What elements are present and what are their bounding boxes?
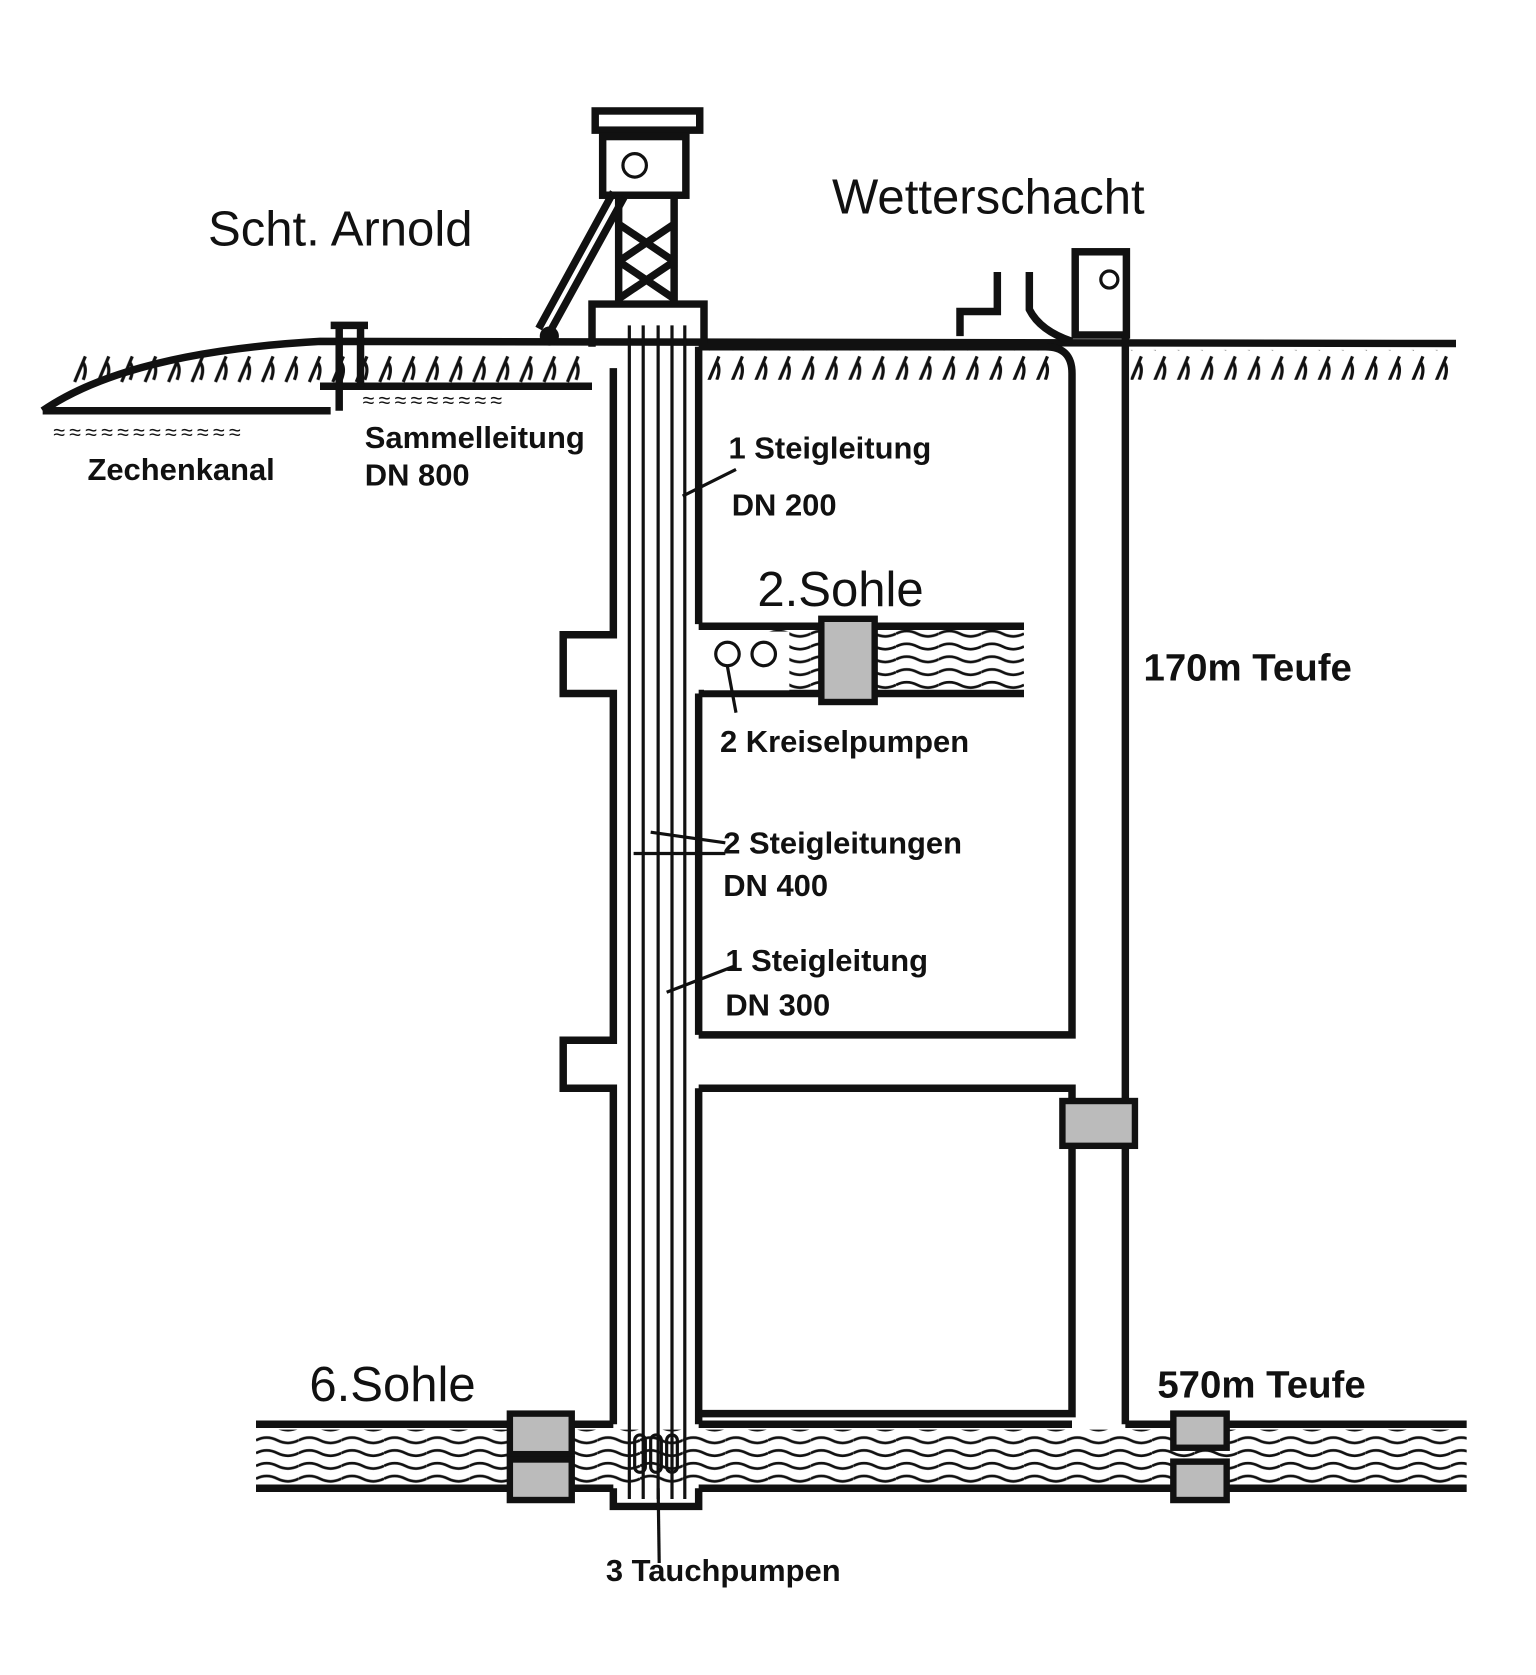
label-steigleitung-3-dn: DN 300 bbox=[725, 988, 830, 1023]
ground-surface: ≈≈≈≈≈≈≈≈≈≈≈≈ ≈≈≈≈≈≈≈≈≈ bbox=[40, 321, 1457, 445]
leader-lines bbox=[633, 467, 737, 1564]
label-sammelleitung: Sammelleitung bbox=[365, 420, 585, 455]
label-shaft-arnold: Scht. Arnold bbox=[208, 202, 473, 256]
svg-text:≈≈≈≈≈≈≈≈≈: ≈≈≈≈≈≈≈≈≈ bbox=[363, 389, 507, 413]
label-teufe-170: 170m Teufe bbox=[1143, 647, 1351, 690]
label-steigleitung-1-dn: DN 200 bbox=[732, 487, 837, 522]
svg-text:≈≈≈≈≈≈≈≈≈≈≈≈: ≈≈≈≈≈≈≈≈≈≈≈≈ bbox=[53, 421, 245, 445]
label-sammelleitung-dn: DN 800 bbox=[365, 457, 470, 492]
wetterschacht-shaft bbox=[698, 248, 1139, 1425]
level-2-gallery bbox=[698, 615, 1024, 713]
label-steigleitung-1: 1 Steigleitung bbox=[729, 431, 932, 466]
label-sohle-6: 6.Sohle bbox=[309, 1358, 475, 1412]
label-steigleitungen-2-dn: DN 400 bbox=[723, 868, 828, 903]
label-tauchpumpen: 3 Tauchpumpen bbox=[606, 1553, 841, 1588]
headframe bbox=[535, 107, 704, 346]
label-steigleitung-3: 1 Steigleitung bbox=[725, 943, 928, 978]
label-teufe-570: 570m Teufe bbox=[1157, 1364, 1365, 1407]
level-6-gallery bbox=[256, 1410, 1467, 1504]
label-kreiselpumpen: 2 Kreiselpumpen bbox=[720, 724, 969, 759]
shaft-arnold bbox=[559, 300, 708, 1511]
label-sohle-2: 2.Sohle bbox=[757, 563, 923, 617]
label-steigleitungen-2: 2 Steigleitungen bbox=[723, 826, 962, 861]
label-wetterschacht: Wetterschacht bbox=[832, 170, 1145, 224]
label-zechenkanal: Zechenkanal bbox=[87, 452, 274, 487]
